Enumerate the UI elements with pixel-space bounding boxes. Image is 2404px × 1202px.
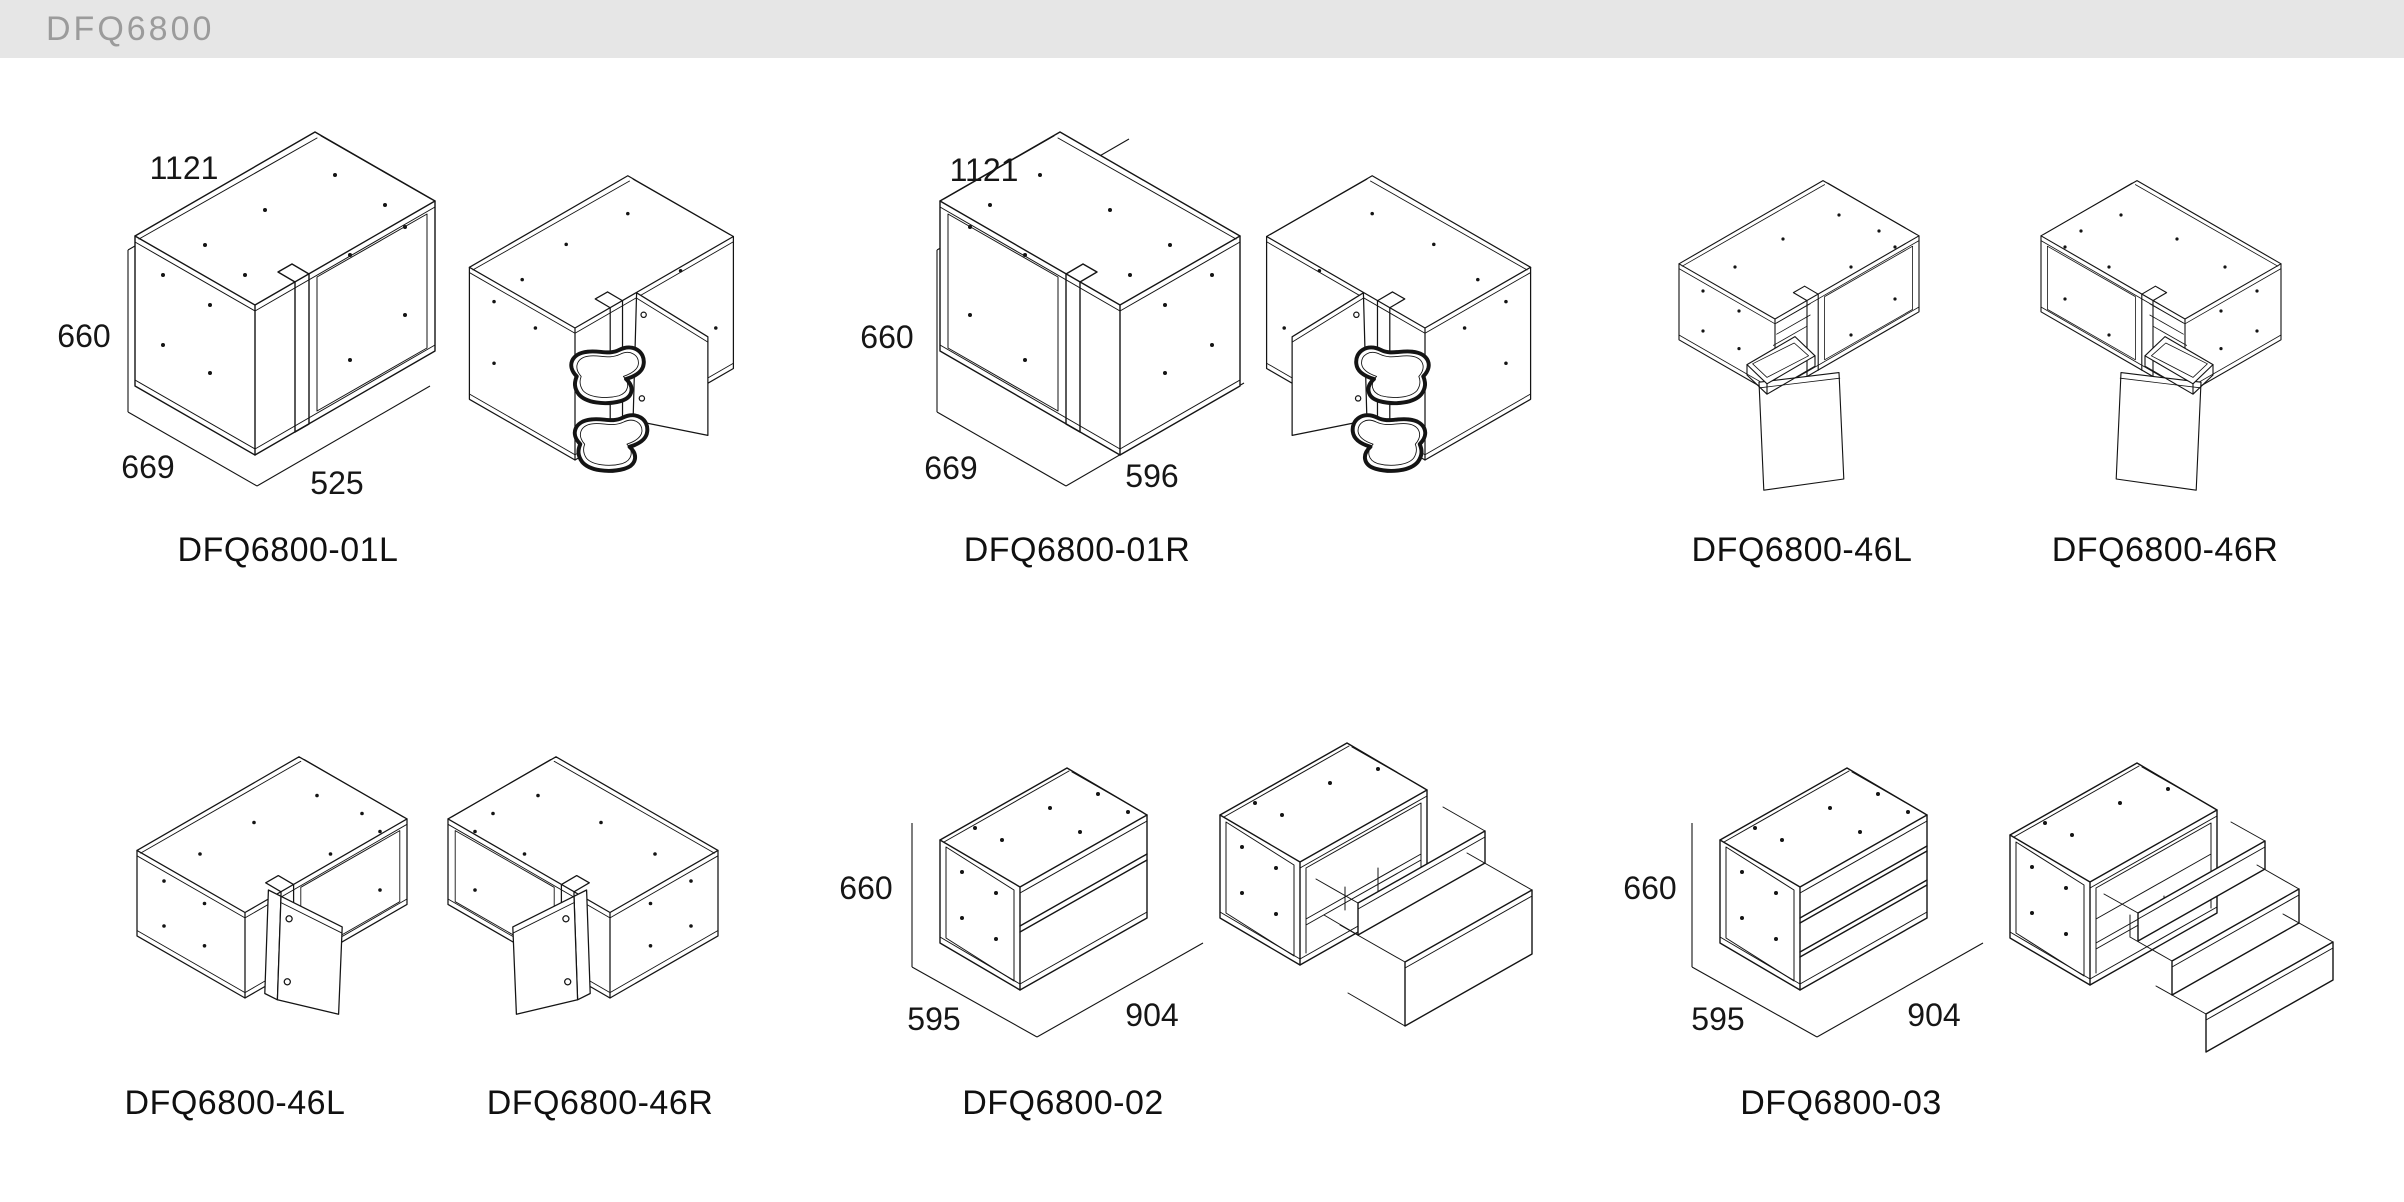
model-label-01r: DFQ6800-01R — [963, 531, 1191, 569]
dim-02-height: 660 — [839, 870, 893, 906]
drawing-03-open — [2009, 762, 2334, 1053]
model-label-46l-bottom: DFQ6800-46L — [124, 1084, 346, 1122]
model-label-02: DFQ6800-02 — [962, 1084, 1164, 1122]
drawing-46l-door-ajar — [136, 756, 408, 1015]
header-bar: DFQ6800 — [0, 0, 2404, 58]
model-label-46l-top: DFQ6800-46L — [1691, 531, 1913, 569]
dim-01l-height: 660 — [57, 318, 111, 354]
dim-02-width: 904 — [1125, 997, 1179, 1033]
dim-01r-height: 660 — [860, 319, 914, 355]
dim-01l-front-width: 525 — [310, 465, 364, 501]
dim-02-depth: 595 — [907, 1001, 961, 1037]
drawing-03-closed — [1719, 767, 1928, 991]
drawing-02-closed — [939, 767, 1148, 991]
model-label-46r-bottom: DFQ6800-46R — [486, 1084, 714, 1122]
dim-01l-depth: 669 — [121, 449, 175, 485]
page-title: DFQ6800 — [46, 9, 215, 48]
dim-03-height: 660 — [1623, 870, 1677, 906]
dim-01r-depth: 669 — [924, 450, 978, 486]
drawing-01l-open-carousel — [467, 173, 736, 473]
model-label-01l: DFQ6800-01L — [177, 531, 399, 569]
drawing-46l-open-basket — [1678, 180, 1920, 491]
drawing-02-open — [1219, 742, 1533, 1027]
model-label-46r-top: DFQ6800-46R — [2051, 531, 2279, 569]
drawing-46r-open-basket — [2040, 180, 2282, 491]
dim-lines-02 — [911, 823, 1204, 1038]
dim-03-width: 904 — [1907, 997, 1961, 1033]
drawing-01r-open-carousel — [1264, 173, 1533, 473]
dim-03-depth: 595 — [1691, 1001, 1745, 1037]
dim-lines-03 — [1691, 823, 1984, 1038]
dim-01r-width: 1121 — [949, 152, 1019, 188]
model-label-03: DFQ6800-03 — [1740, 1084, 1942, 1122]
drawing-46r-door-ajar — [447, 756, 719, 1015]
dim-01r-front-width: 596 — [1125, 458, 1179, 494]
dim-01l-width: 1121 — [149, 150, 219, 186]
